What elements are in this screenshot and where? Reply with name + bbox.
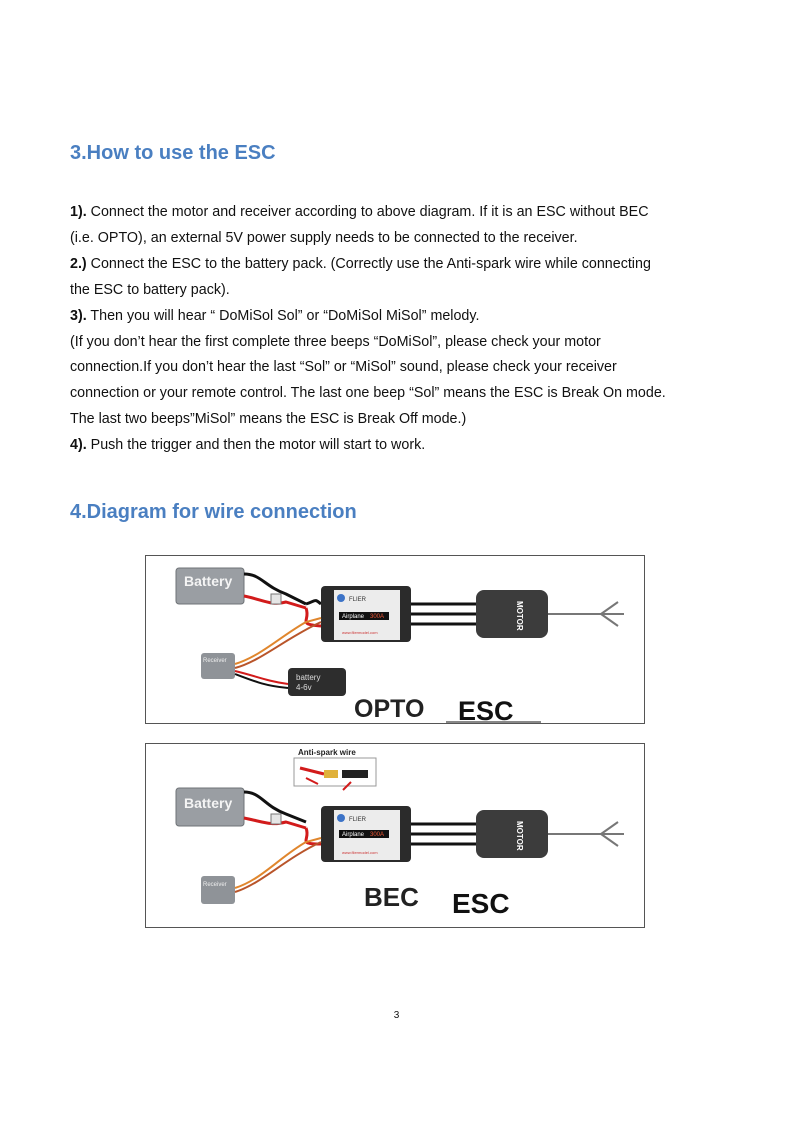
section-heading-how-to-use: 3.How to use the ESC [70, 142, 276, 164]
step-text: (If you don’t hear the first complete th… [70, 333, 601, 350]
instruction-line: 4). Push the trigger and then the motor … [70, 433, 750, 459]
caption-type: OPTO [354, 695, 424, 723]
battery-red-wire [243, 594, 307, 610]
battery-black-wire [243, 572, 307, 606]
instruction-line: connection or your remote control. The l… [70, 381, 750, 407]
battery-pack [175, 787, 245, 827]
flier-logo-icon [337, 594, 345, 602]
opto-diagram-svg: Battery FLIER Airplane 300A www.fliermod… [175, 567, 624, 723]
receiver-label: Receiver [203, 882, 227, 888]
step-text: (i.e. OPTO), an external 5V power supply… [70, 229, 578, 246]
flier-logo-icon [337, 814, 345, 822]
receiver [201, 876, 235, 904]
esc-website: www.fliermodel.com [342, 630, 378, 635]
aux-battery-label: battery [296, 673, 320, 682]
instructions-text: 1). Connect the motor and receiver accor… [70, 200, 750, 459]
caption-esc: ESC [452, 888, 510, 919]
anti-spark-plug [324, 770, 338, 778]
instruction-line: 2.) Connect the ESC to the battery pack.… [70, 252, 750, 278]
step-number: 1). [70, 204, 87, 220]
aux-battery-wire [234, 673, 289, 689]
page-number: 3 [393, 1010, 400, 1021]
battery-pack [175, 567, 245, 605]
esc-model-strip [339, 830, 389, 838]
caption-esc: ESC [458, 696, 514, 723]
arrow-icon [342, 781, 352, 791]
battery-label: Battery [184, 795, 232, 811]
receiver-power-wire [234, 841, 322, 893]
esc-model: Airplane [342, 614, 365, 620]
arrow-icon [305, 777, 319, 785]
anti-spark-label: Anti-spark wire [298, 748, 356, 757]
bec-wiring-diagram: Anti-spark wire Battery FLIER Airplane 3… [145, 743, 645, 928]
esc-brand: FLIER [349, 817, 367, 823]
step-text: Connect the motor and receiver according… [86, 204, 649, 220]
propeller-icon [600, 821, 624, 847]
anti-spark-wire [299, 766, 325, 776]
esc-rating: 300A [370, 832, 384, 838]
esc-model-strip [339, 612, 389, 620]
instruction-line: the ESC to battery pack). [70, 278, 750, 304]
aux-battery-wire [234, 670, 289, 685]
opto-wiring-diagram: Battery FLIER Airplane 300A www.fliermod… [145, 555, 645, 724]
esc-model: Airplane [342, 832, 365, 838]
instruction-line: 1). Connect the motor and receiver accor… [70, 200, 750, 226]
step-number: 2.) [70, 255, 87, 272]
battery-connector [270, 593, 282, 605]
step-text: Then you will hear “ DoMiSol Sol” or “Do… [86, 307, 480, 324]
step-text: connection or your remote control. The l… [70, 385, 666, 402]
aux-battery-voltage: 4-6v [296, 683, 312, 692]
section-heading-diagram: 4.Diagram for wire connection [70, 501, 357, 523]
receiver-signal-wire [234, 837, 322, 889]
step-text: Connect the ESC to the battery pack. (Co… [86, 255, 651, 272]
receiver-label: Receiver [203, 658, 227, 664]
receiver-signal-wire [234, 617, 322, 665]
step-text: Push the trigger and then the motor will… [86, 437, 426, 454]
battery-black-wire [243, 790, 307, 824]
motor-body [476, 810, 548, 858]
step-number: 3). [70, 307, 87, 324]
step-text: the ESC to battery pack). [70, 281, 230, 298]
instruction-line: (i.e. OPTO), an external 5V power supply… [70, 226, 750, 252]
battery-label: Battery [184, 573, 232, 589]
esc-website: www.fliermodel.com [342, 850, 378, 855]
caption-type: BEC [364, 882, 419, 912]
motor-label: MOTOR [515, 821, 524, 851]
battery-red-wire [243, 816, 307, 830]
receiver-power-wire [234, 621, 322, 669]
esc-brand: FLIER [349, 597, 367, 603]
instruction-line: 3). Then you will hear “ DoMiSol Sol” or… [70, 304, 750, 330]
aux-battery [288, 668, 346, 696]
instruction-line: The last two beeps”MiSol” means the ESC … [70, 407, 750, 433]
step-text: The last two beeps”MiSol” means the ESC … [70, 411, 467, 428]
motor-body [476, 590, 548, 638]
bec-diagram-svg: Anti-spark wire Battery FLIER Airplane 3… [175, 748, 624, 919]
receiver [201, 653, 235, 679]
instruction-line: connection.If you don’t hear the last “S… [70, 355, 750, 381]
instruction-line: (If you don’t hear the first complete th… [70, 330, 750, 356]
anti-spark-socket [342, 770, 368, 778]
propeller-icon [600, 601, 624, 627]
motor-label: MOTOR [515, 601, 524, 631]
battery-connector [270, 813, 282, 825]
esc-rating: 300A [370, 614, 384, 620]
esc-black-wire [305, 599, 322, 606]
step-text: connection.If you don’t hear the last “S… [70, 359, 617, 376]
step-number: 4). [70, 437, 87, 454]
